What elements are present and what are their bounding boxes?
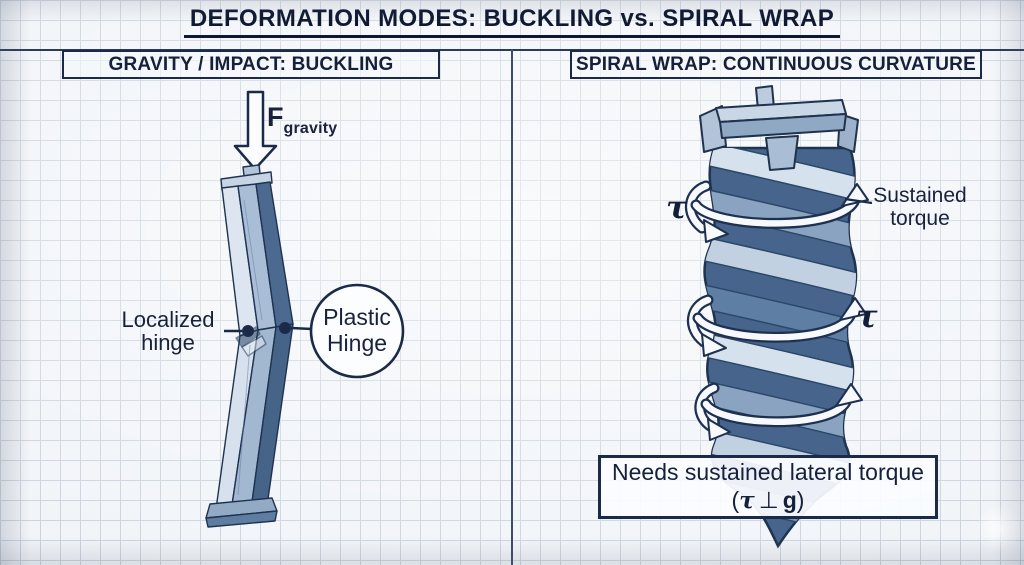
torque-note-box: Needs sustained lateral torque (τ⊥g) xyxy=(598,455,938,519)
force-symbol: F xyxy=(267,102,284,132)
page-title: DEFORMATION MODES: BUCKLING vs. SPIRAL W… xyxy=(0,5,1024,38)
plastic-hinge-line2: Hinge xyxy=(326,330,388,357)
force-subscript: gravity xyxy=(283,120,338,137)
plastic-hinge-circle xyxy=(309,283,405,379)
note-close-paren: ) xyxy=(796,486,805,513)
torque-note-line2: (τ⊥g) xyxy=(732,487,805,516)
panel-divider xyxy=(511,49,513,565)
note-perpendicular-symbol: ⊥ xyxy=(758,487,779,514)
spiral-wrapped-column xyxy=(699,85,859,549)
torque-ring-middle xyxy=(686,294,867,357)
hinge-callout-leaders xyxy=(224,283,405,379)
torque-arrowhead xyxy=(839,297,867,321)
torque-arrowhead xyxy=(701,333,727,357)
localized-hinge-line1: Localized xyxy=(121,307,215,332)
sustained-torque-label: Sustained torque xyxy=(866,184,974,230)
note-open-paren: ( xyxy=(731,486,740,513)
left-panel-header: GRAVITY / IMPACT: BUCKLING xyxy=(62,50,440,79)
right-panel-header-text: SPIRAL WRAP: CONTINUOUS CURVATURE xyxy=(576,53,976,75)
sustained-torque-line1: Sustained xyxy=(873,184,967,207)
force-gravity-label: Fgravity xyxy=(267,102,337,138)
right-panel-header: SPIRAL WRAP: CONTINUOUS CURVATURE xyxy=(570,50,982,79)
tau-symbol-middle: τ xyxy=(856,297,878,335)
sustained-torque-line2: torque xyxy=(890,207,950,231)
torque-ring-lower xyxy=(694,382,863,441)
torque-arrowhead xyxy=(835,383,863,407)
plastic-hinge-line1: Plastic xyxy=(323,304,391,330)
torque-note-line1: Needs sustained lateral torque xyxy=(612,458,924,485)
watermark-glow xyxy=(972,505,1024,557)
note-tau-symbol: τ xyxy=(739,486,755,514)
note-g-symbol: g xyxy=(782,486,797,513)
localized-hinge-label: Localized hinge xyxy=(112,308,224,354)
torque-ring-upper xyxy=(684,180,869,243)
torque-arrowhead xyxy=(707,418,731,441)
localized-hinge-line2: hinge xyxy=(141,330,195,356)
tau-symbol-upper: τ xyxy=(666,188,688,226)
page-title-text: DEFORMATION MODES: BUCKLING vs. SPIRAL W… xyxy=(183,5,841,38)
torque-arrowhead xyxy=(703,219,729,243)
buckled-ibeam xyxy=(205,164,294,528)
left-panel-header-text: GRAVITY / IMPACT: BUCKLING xyxy=(108,53,394,75)
sustained-torque-leader xyxy=(844,197,873,205)
plastic-hinge-label: Plastic Hinge xyxy=(311,304,403,357)
gravity-arrow-icon xyxy=(233,90,278,171)
